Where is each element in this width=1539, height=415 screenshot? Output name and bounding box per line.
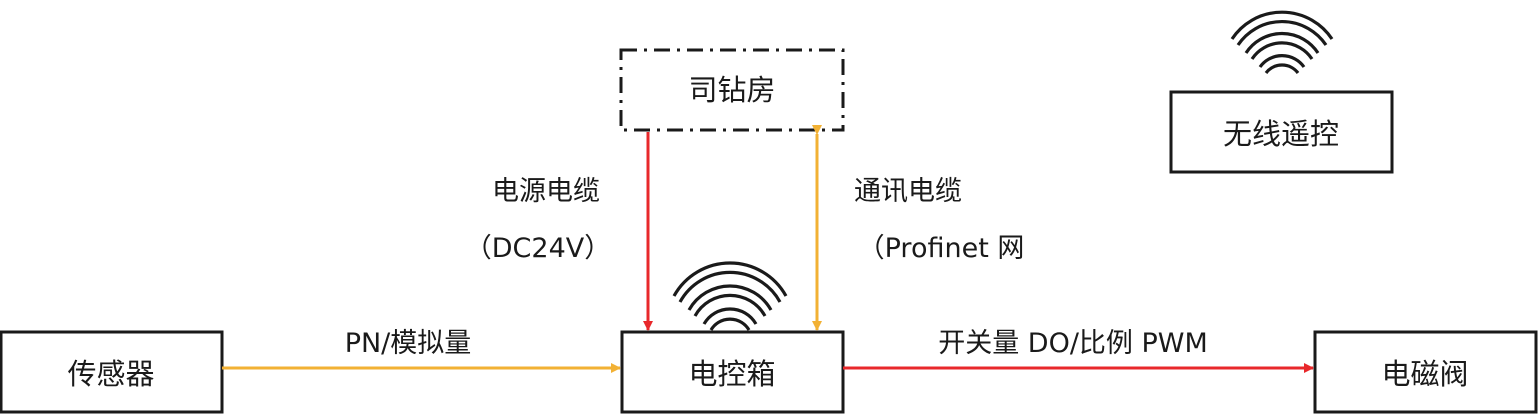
- control-box-label: 电控箱: [688, 357, 775, 391]
- wifi-icon: [672, 261, 788, 331]
- node-solenoid-valve: 电磁阀: [1313, 330, 1538, 414]
- node-control-box: 电控箱: [620, 330, 845, 414]
- wireless-remote-label: 无线遥控: [1223, 117, 1339, 151]
- node-driller-room: 司钻房: [619, 48, 845, 132]
- wifi-icon: [1230, 10, 1334, 75]
- node-wireless-remote: 无线遥控: [1169, 90, 1394, 174]
- node-sensor: 传感器: [0, 330, 224, 414]
- power-cable-label: 电源电缆: [492, 176, 600, 207]
- solenoid-valve-label: 电磁阀: [1381, 357, 1468, 391]
- power-cable-sublabel: （DC24V）: [465, 233, 611, 264]
- valve-signal-label: 开关量 DO/比例 PWM: [938, 328, 1208, 359]
- sensor-signal-label: PN/模拟量: [345, 328, 472, 359]
- comm-cable-sublabel: （Profinet 网: [858, 233, 1025, 264]
- comm-cable-label: 通讯电缆: [854, 176, 962, 207]
- sensor-label: 传感器: [67, 357, 154, 391]
- driller-room-label: 司钻房: [688, 73, 775, 107]
